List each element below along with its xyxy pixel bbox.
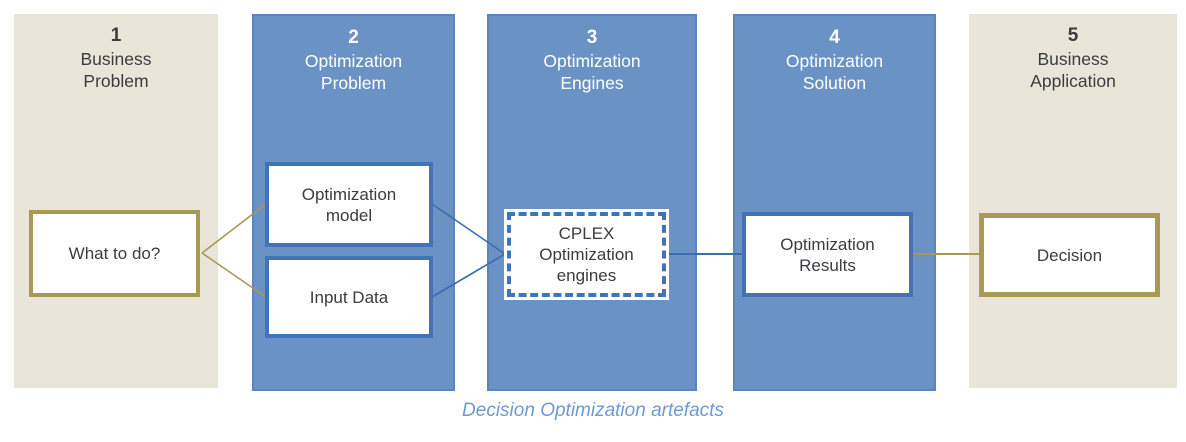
stage-4-optimization-solution: 4 Optimization Solution	[733, 14, 936, 391]
cplex-engines-box: CPLEX Optimization engines	[507, 212, 666, 297]
stage-3-optimization-engines: 3 Optimization Engines	[487, 14, 697, 391]
stage-title: Optimization Problem	[304, 51, 403, 93]
decision-box: Decision	[979, 213, 1160, 297]
connector-problem-to-model	[201, 203, 267, 254]
optimization-model-box: Optimization model	[265, 162, 433, 247]
stage-5-business-application: 5 Business Application	[969, 14, 1177, 388]
diagram-caption: Decision Optimization artefacts	[462, 400, 724, 421]
stage-number: 5	[1067, 25, 1079, 46]
stage-number: 1	[110, 25, 122, 46]
input-data-box: Input Data	[265, 256, 433, 338]
connector-data-to-cplex	[431, 253, 506, 298]
stage-number: 3	[586, 27, 598, 48]
stage-title: Optimization Engines	[543, 51, 641, 93]
optimization-results-box: Optimization Results	[742, 212, 913, 297]
what-to-do-box: What to do?	[29, 210, 200, 297]
connector-problem-to-data	[201, 252, 267, 298]
stage-number: 4	[829, 27, 840, 48]
stage-title: Business Problem	[80, 49, 152, 91]
connector-model-to-cplex	[431, 203, 506, 255]
stage-1-business-problem: 1 Business Problem	[14, 14, 218, 388]
stage-title: Optimization Solution	[785, 51, 884, 93]
stage-title: Business Application	[1030, 49, 1116, 91]
stage-number: 2	[348, 27, 359, 48]
